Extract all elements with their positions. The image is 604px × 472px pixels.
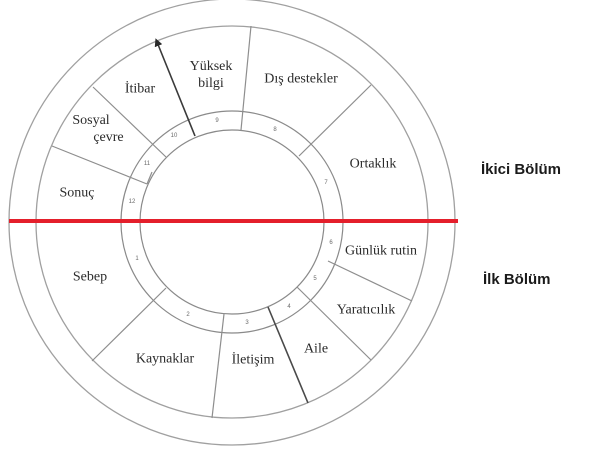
divider-2-1 <box>91 287 167 362</box>
band-number-9: 9 <box>215 118 219 124</box>
segment-label-ortaklik: Ortaklık <box>349 156 397 172</box>
band-number-7: 7 <box>324 180 328 186</box>
band-number-10: 10 <box>170 133 178 139</box>
divider-9-8 <box>240 25 252 131</box>
sosyal-cevre-line1: Sosyal <box>72 113 110 128</box>
yuksek-bilgi-line1: Yüksek <box>189 59 233 74</box>
sosyal-cevre-line2: çevre <box>93 130 124 145</box>
divider-5-4 <box>296 286 372 361</box>
segment-label-yaraticilik: Yaratıcılık <box>336 302 396 318</box>
divider-3-2 <box>211 313 225 419</box>
direction-arrow <box>154 38 196 137</box>
band-number-2: 2 <box>186 312 190 318</box>
segment-label-iletisim: İletişim <box>231 352 275 368</box>
divider-11-10 <box>92 86 167 158</box>
band-number-3: 3 <box>245 320 249 326</box>
band-number-11: 11 <box>143 161 151 167</box>
band-number-5: 5 <box>313 276 317 282</box>
segment-label-yuksek-bilgi: Yüksek bilgi <box>190 58 233 92</box>
segment-label-sonuc: Sonuç <box>59 185 95 201</box>
band-number-4: 4 <box>287 304 291 310</box>
segment-label-sosyal-cevre: Sosyal çevre <box>72 112 123 146</box>
divider-4-3 <box>267 306 309 404</box>
yuksek-bilgi-line2: bilgi <box>198 76 224 91</box>
segment-label-gunluk-rutin: Günlük rutin <box>345 243 417 259</box>
band-number-12: 12 <box>128 199 136 205</box>
segment-label-sebep: Sebep <box>72 269 108 285</box>
segment-label-dis-destekler: Dış destekler <box>264 71 338 87</box>
part-label-lower: İlk Bölüm <box>483 271 551 288</box>
divider-band-12-11 <box>146 171 153 185</box>
band-number-6: 6 <box>329 240 333 246</box>
band-number-1: 1 <box>135 256 139 262</box>
divider-12-11 <box>51 145 148 185</box>
segment-label-itibar: İtibar <box>124 81 156 97</box>
band-number-8: 8 <box>273 127 277 133</box>
divider-6-5 <box>327 260 413 302</box>
part-label-upper: İkici Bölüm <box>481 161 562 178</box>
divider-8-7 <box>298 84 372 157</box>
segment-label-aile: Aile <box>303 341 329 357</box>
segment-label-kaynaklar: Kaynaklar <box>135 351 195 367</box>
